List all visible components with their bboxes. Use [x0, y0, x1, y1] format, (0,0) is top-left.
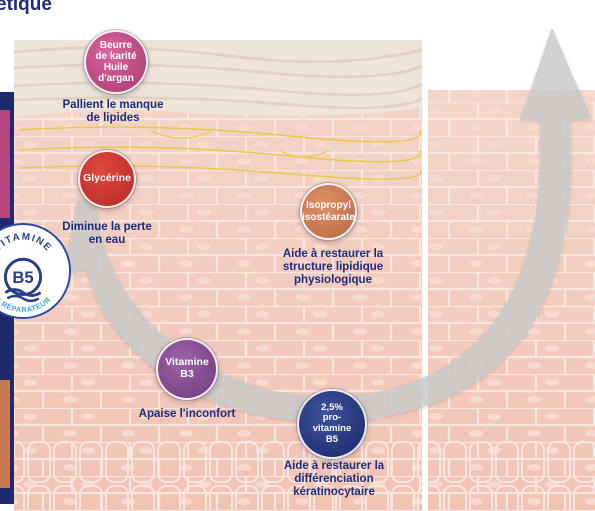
page-heading: étique	[0, 0, 52, 16]
active-bubble-isopropyl: Isopropyl isostéarate	[300, 183, 357, 240]
caption-structure-lipidique: Aide à restaurer la structure lipidique …	[258, 248, 408, 287]
active-bubble-glycerine: Glycérine	[78, 150, 136, 208]
active-bubble-beurre-karite: Beurre de karité Huile d'argan	[84, 30, 148, 94]
badge-center-text: B5	[12, 268, 33, 287]
left-orange-tab	[0, 380, 10, 488]
active-bubble-pro-vitamine-b5: 2,5% pro- vitamine B5	[297, 389, 367, 459]
vitamin-b5-badge: VITAMINE B5 E RÉPARATEUR	[0, 222, 72, 320]
caption-differenciation-keratinocytaire: Aide à restaurer la différenciation kéra…	[258, 460, 410, 499]
caption-pallient-lipides: Pallient le manque de lipides	[36, 99, 190, 125]
caption-apaise-inconfort: Apaise l'inconfort	[124, 408, 250, 421]
left-pink-tab	[0, 110, 10, 218]
active-bubble-vitamine-b3: Vitamine B3	[156, 338, 218, 400]
